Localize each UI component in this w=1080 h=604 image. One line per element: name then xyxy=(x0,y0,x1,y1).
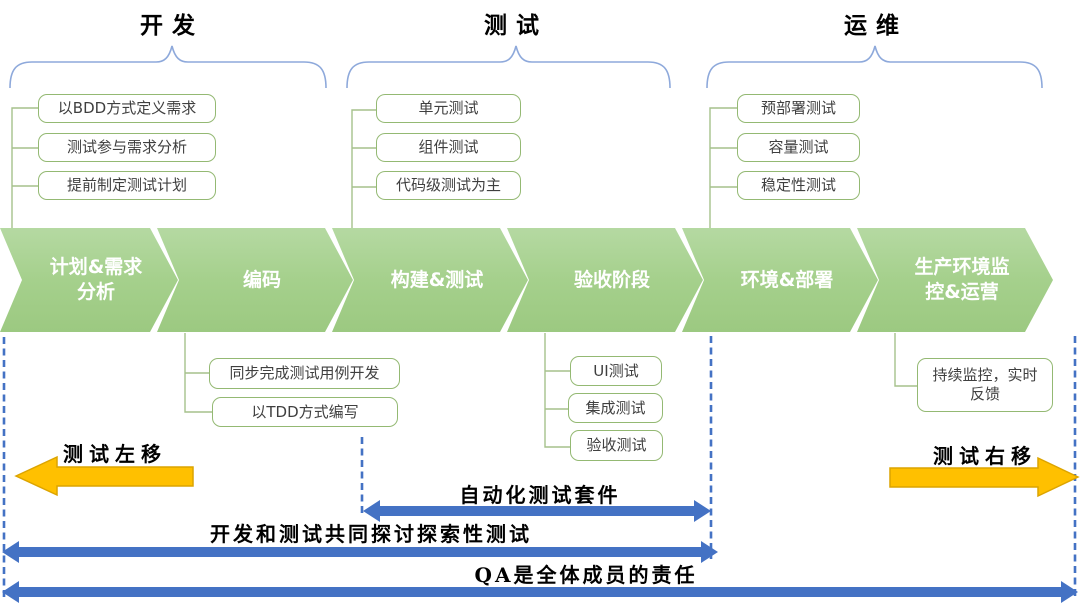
shift-left-label: 测试左移 xyxy=(63,442,167,466)
ops-boxes-connector xyxy=(709,107,737,228)
orange-shift-arrows xyxy=(14,455,1080,498)
production-box-connector xyxy=(894,333,917,387)
stage-label-deploy: 环境&部署 xyxy=(740,268,834,291)
operations-brace xyxy=(706,45,1043,89)
automation-suite-label: 自动化测试套件 xyxy=(459,483,621,507)
shift-right-label: 测试右移 xyxy=(933,444,1037,468)
qa-responsibility-arrow xyxy=(2,581,1078,603)
dev-boxes-connector xyxy=(11,107,38,229)
exploratory-testing-arrow xyxy=(2,541,718,563)
test-boxes-connector xyxy=(351,109,376,229)
stage-label-acceptance: 验收阶段 xyxy=(573,268,650,291)
practice-box-capacity-test: 容量测试 xyxy=(737,133,860,162)
stage-build-test: 构建&测试 xyxy=(332,228,528,332)
practice-box-stability-test: 稳定性测试 xyxy=(737,171,860,200)
practice-box-tdd: 以TDD方式编写 xyxy=(212,397,398,427)
stage-label-build: 构建&测试 xyxy=(390,268,484,291)
practice-box-continuous-monitoring: 持续监控，实时 反馈 xyxy=(917,358,1053,412)
dashed-boundary-lines xyxy=(2,336,1077,601)
phase-braces xyxy=(9,45,1043,89)
practice-box-integration-test: 集成测试 xyxy=(568,393,663,423)
phase-label-testing: 测试 xyxy=(484,12,548,39)
automation-suite-arrow xyxy=(363,500,711,522)
practice-box-code-level-test: 代码级测试为主 xyxy=(376,171,521,200)
practice-box-predeploy-test: 预部署测试 xyxy=(737,94,860,123)
blue-span-arrows xyxy=(2,500,1078,603)
shift-right-arrow xyxy=(889,456,1080,498)
qa-responsibility-label: QA是全体成员的责任 xyxy=(474,563,698,587)
stage-label-plan: 计划&需求 分析 xyxy=(49,256,143,303)
stage-env-deploy: 环境&部署 xyxy=(682,228,878,332)
practice-box-component-test: 组件测试 xyxy=(376,133,521,162)
stage-label-coding: 编码 xyxy=(242,268,281,291)
practice-box-sync-test-cases: 同步完成测试用例开发 xyxy=(209,358,400,389)
stage-label-monitoring: 生产环境监 控&运营 xyxy=(914,256,1010,303)
acceptance-boxes-connector xyxy=(544,333,571,448)
shift-left-arrow xyxy=(14,455,194,497)
practice-box-acceptance-test: 验收测试 xyxy=(570,430,663,461)
practice-box-bdd-requirements: 以BDD方式定义需求 xyxy=(38,94,216,123)
stage-acceptance: 验收阶段 xyxy=(507,228,703,332)
practice-box-early-test-plan: 提前制定测试计划 xyxy=(38,171,216,200)
exploratory-testing-label: 开发和测试共同探讨探索性测试 xyxy=(210,522,532,546)
practice-box-test-analysis: 测试参与需求分析 xyxy=(38,133,216,162)
development-brace xyxy=(9,45,327,89)
stage-prod-monitoring: 生产环境监 控&运营 xyxy=(857,228,1053,332)
stage-plan-requirements: 计划&需求 分析 xyxy=(0,228,178,332)
testing-brace xyxy=(346,45,671,89)
practice-box-unit-test: 单元测试 xyxy=(376,94,521,123)
phase-label-development: 开发 xyxy=(140,12,204,39)
practice-box-ui-test: UI测试 xyxy=(570,356,662,386)
coding-boxes-connector xyxy=(184,333,212,413)
phase-label-operations: 运维 xyxy=(844,12,908,39)
stage-coding: 编码 xyxy=(157,228,353,332)
green-connector-lines xyxy=(11,107,917,448)
